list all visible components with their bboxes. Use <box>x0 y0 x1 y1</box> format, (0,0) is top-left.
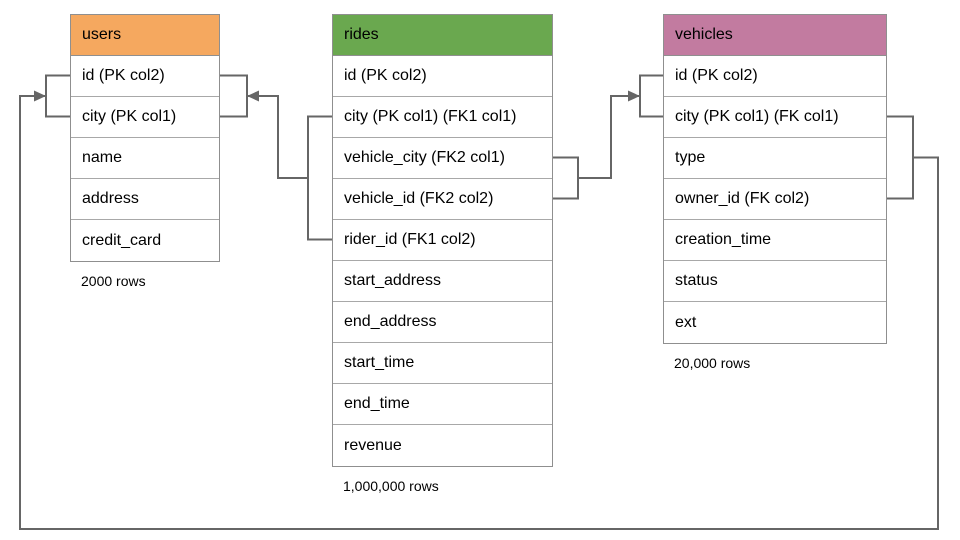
table-row: city (PK col1) <box>71 97 219 138</box>
arrowhead-vehicles-fk-users <box>34 90 46 102</box>
table-rides-box: rides id (PK col2)city (PK col1) (FK1 co… <box>332 14 553 467</box>
table-row: start_address <box>333 261 552 302</box>
table-row: status <box>664 261 886 302</box>
table-row: end_time <box>333 384 552 425</box>
connector-rides-fk1-users <box>220 74 332 241</box>
table-row: city (PK col1) (FK1 col1) <box>333 97 552 138</box>
table-row: vehicle_city (FK2 col1) <box>333 138 552 179</box>
table-row: city (PK col1) (FK col1) <box>664 97 886 138</box>
table-vehicles: vehicles id (PK col2)city (PK col1) (FK … <box>663 14 887 371</box>
table-vehicles-rowcount: 20,000 rows <box>674 355 751 371</box>
table-row: id (PK col2) <box>71 56 219 97</box>
table-row: address <box>71 179 219 220</box>
table-row: name <box>71 138 219 179</box>
table-row: owner_id (FK col2) <box>664 179 886 220</box>
table-vehicles-box: vehicles id (PK col2)city (PK col1) (FK … <box>663 14 887 344</box>
table-rides-rows: id (PK col2)city (PK col1) (FK1 col1)veh… <box>333 56 552 466</box>
table-row: ext <box>664 302 886 343</box>
table-vehicles-rows: id (PK col2)city (PK col1) (FK col1)type… <box>664 56 886 343</box>
table-users-header: users <box>71 15 219 56</box>
table-row: id (PK col2) <box>333 56 552 97</box>
arrowhead-rides-fk1-users <box>247 90 259 102</box>
table-rides-header: rides <box>333 15 552 56</box>
table-row: end_address <box>333 302 552 343</box>
arrowhead-rides-fk2-vehicles <box>628 90 640 102</box>
table-vehicles-header: vehicles <box>664 15 886 56</box>
table-rides-rowcount: 1,000,000 rows <box>343 478 439 494</box>
table-row: id (PK col2) <box>664 56 886 97</box>
table-row: type <box>664 138 886 179</box>
table-users-rowcount: 2000 rows <box>81 273 146 289</box>
table-row: start_time <box>333 343 552 384</box>
table-rides: rides id (PK col2)city (PK col1) (FK1 co… <box>332 14 553 494</box>
connector-rides-fk2-vehicles <box>553 74 663 200</box>
table-row: creation_time <box>664 220 886 261</box>
table-row: credit_card <box>71 220 219 261</box>
table-row: rider_id (FK1 col2) <box>333 220 552 261</box>
connector-vehicles-fk-users <box>19 74 939 530</box>
table-row: revenue <box>333 425 552 466</box>
table-row: vehicle_id (FK2 col2) <box>333 179 552 220</box>
